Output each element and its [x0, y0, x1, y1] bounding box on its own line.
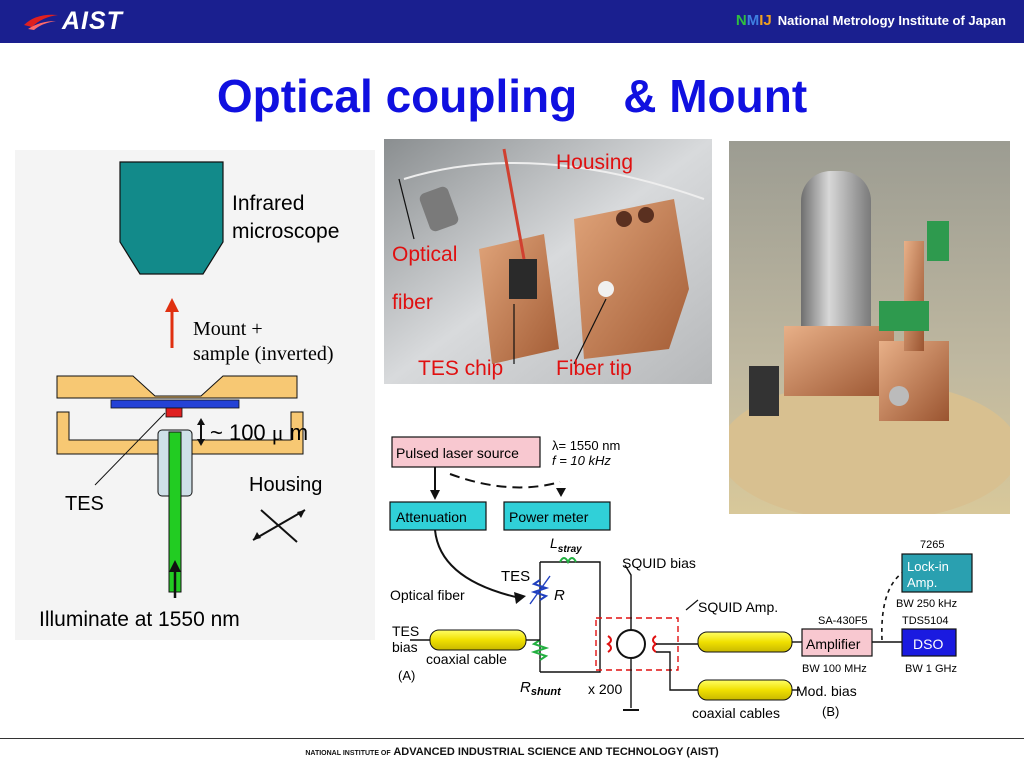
- housing-body: [56, 411, 304, 455]
- attenuation-box: [389, 501, 487, 531]
- pulsed-laser-box: [391, 436, 541, 468]
- aist-swoosh-icon: [24, 14, 58, 30]
- l-stray-inductor: [559, 557, 577, 565]
- illuminate-label: Illuminate at 1550 nm: [39, 608, 240, 631]
- model-7265-label: 7265: [920, 539, 944, 551]
- optical-fiber-curve: [434, 529, 521, 599]
- housing-photo: Housing Optical fiber TES chip Fiber tip: [384, 139, 712, 384]
- amp-to-lockin-dashed: [881, 572, 903, 641]
- bw-100-label: BW 100 MHz: [802, 663, 867, 675]
- mount-label-2: sample (inverted): [193, 343, 334, 365]
- housing-label: Housing: [249, 474, 322, 496]
- squid-amp-pointer: [685, 599, 699, 611]
- squid-symbol: [616, 629, 646, 659]
- mount-photo-image: [729, 141, 1010, 514]
- fiber-tip-label: Fiber tip: [556, 357, 632, 380]
- tes-variable-arrow: [529, 575, 551, 605]
- illuminate-arrow-head-icon: [169, 560, 181, 572]
- power-meter-box: [503, 501, 611, 531]
- microscope-label-1: Infrared: [232, 192, 304, 215]
- dso-box: [901, 628, 957, 657]
- bw-1g-label: BW 1 GHz: [905, 663, 957, 675]
- optical-label: Optical: [392, 243, 457, 266]
- aist-logo: AIST: [22, 6, 123, 36]
- header-bar: AIST NMIJ National Metrology Institute o…: [0, 0, 1024, 43]
- bias-loop-wire: [540, 561, 601, 673]
- l-stray-label: Lstray: [550, 535, 582, 555]
- move-arrow-2: [260, 509, 298, 543]
- bw-250-label: BW 250 kHz: [896, 598, 957, 610]
- measurement-circuit-diagram: Pulsed laser source λ= 1550 nm f = 10 kH…: [389, 436, 973, 721]
- institute-name: National Metrology Institute of Japan: [777, 13, 1006, 28]
- aist-logo-text: AIST: [62, 6, 123, 35]
- x200-label: x 200: [588, 681, 622, 697]
- footer-main-text: ADVANCED INDUSTRIAL SCIENCE AND TECHNOLO…: [393, 746, 719, 758]
- tds-label: TDS5104: [902, 615, 948, 627]
- squid-bias-label: SQUID bias: [622, 555, 696, 571]
- shunt-resistor: [530, 639, 550, 661]
- lock-in-label-1: Lock-in: [907, 559, 949, 574]
- tes-sample: [165, 407, 183, 418]
- gap-arrow-down-icon: [197, 439, 205, 446]
- amplifier-label: Amplifier: [806, 636, 861, 652]
- gap-arrow-up-icon: [197, 418, 205, 425]
- wavelength-label: λ= 1550 nm: [552, 438, 620, 453]
- tes-pointer-line: [94, 412, 166, 486]
- tes-bias-label-2: bias: [392, 639, 418, 655]
- mod-bias-coax: [697, 679, 793, 701]
- squid-input-coil: [606, 635, 612, 653]
- gap-label: ~ 100 μ m: [210, 420, 308, 445]
- mount-plate: [56, 375, 298, 399]
- housing-photo-label: Housing: [556, 151, 633, 174]
- arrowhead-icon: [556, 488, 566, 497]
- mount-label-1: Mount +: [193, 318, 263, 340]
- tes-chip-label: TES chip: [418, 357, 503, 380]
- footer-divider: [0, 738, 1024, 739]
- label-a: (A): [398, 668, 415, 683]
- frequency-label: f = 10 kHz: [552, 453, 611, 468]
- label-b: (B): [822, 704, 839, 719]
- optical-fiber-label: Optical fiber: [390, 587, 465, 603]
- housing-photo-image: Housing Optical fiber TES chip Fiber tip: [384, 139, 712, 384]
- arrowhead-icon: [514, 592, 526, 604]
- r-shunt-label: Rshunt: [520, 679, 562, 698]
- attenuation-label: Attenuation: [396, 509, 467, 525]
- sample-substrate: [110, 399, 240, 409]
- mount-photo: [729, 141, 1010, 514]
- nmij-logo: NMIJ: [735, 12, 772, 29]
- sa430-label: SA-430F5: [818, 615, 868, 627]
- footer-small-text: NATIONAL INSTITUTE OF: [305, 750, 391, 757]
- optical-coupling-diagram: Infrared microscope Mount + sample (inve…: [15, 150, 375, 640]
- mod-bias-wire: [656, 651, 698, 691]
- output-coax: [697, 631, 793, 653]
- tes-bias-label-1: TES: [392, 623, 419, 639]
- page-title: Optical coupling & Mount: [216, 70, 808, 122]
- laser-to-power-meter-dashed: [449, 473, 561, 489]
- r-label: R: [554, 587, 565, 604]
- squid-amp-label: SQUID Amp.: [698, 599, 778, 615]
- microscope-shape: [119, 161, 224, 275]
- squid-amp-box: [595, 617, 679, 671]
- mount-arrow-head-icon: [165, 298, 179, 312]
- mod-bias-label: Mod. bias: [796, 683, 857, 699]
- arrowhead-icon: [297, 510, 305, 518]
- arrowhead-icon: [430, 490, 440, 500]
- tes-label: TES: [65, 493, 104, 515]
- fiber-label: fiber: [392, 291, 433, 314]
- arrowhead-icon: [253, 532, 261, 540]
- tes-bias-coax: [429, 629, 527, 651]
- footer: NATIONAL INSTITUTE OF ADVANCED INDUSTRIA…: [0, 746, 1024, 758]
- power-meter-label: Power meter: [509, 509, 589, 525]
- dso-label: DSO: [913, 636, 943, 652]
- amplifier-box: [801, 628, 873, 657]
- tes-circuit-label: TES: [501, 568, 530, 585]
- coaxial-cables-label: coaxial cables: [692, 705, 780, 721]
- microscope-label-2: microscope: [232, 220, 339, 243]
- lock-in-label-2: Amp.: [907, 575, 937, 590]
- pulsed-laser-label: Pulsed laser source: [396, 445, 519, 461]
- squid-bias-wire: [624, 564, 632, 630]
- coaxial-cable-label: coaxial cable: [426, 651, 507, 667]
- nmij-brand: NMIJ National Metrology Institute of Jap…: [736, 12, 1006, 29]
- squid-feedback-coil: [652, 635, 658, 653]
